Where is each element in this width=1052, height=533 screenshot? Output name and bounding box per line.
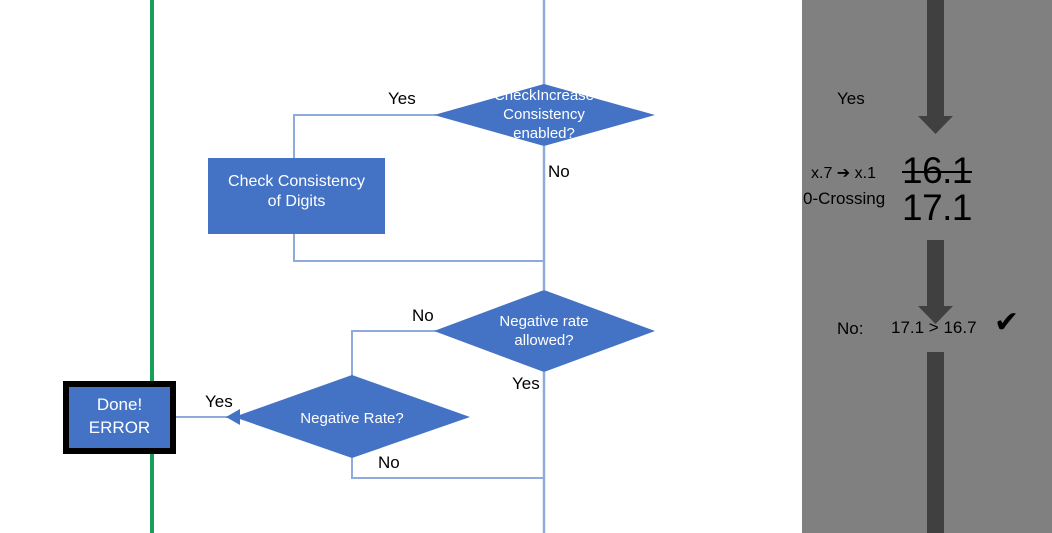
panel-decision-label: No: (837, 319, 864, 338)
panel-arrow-layer (918, 0, 953, 533)
panel-yes-label: Yes (837, 89, 865, 108)
right-annotation-panel: Yes x.7 ➔ x.1 0-Crossing 16.1 17.1 No: 1… (802, 0, 1052, 533)
panel-value-struck: 16.1 (902, 150, 973, 191)
panel-arrow-down-2 (918, 240, 953, 324)
node-done-error[interactable] (63, 381, 176, 454)
node-check-increase-consistency[interactable] (434, 84, 655, 146)
panel-bar-bottom (927, 352, 944, 533)
panel-check-icon: ✔ (994, 306, 1020, 339)
connector-no-negative-rate-to-spine (351, 457, 544, 479)
node-negative-rate[interactable] (234, 375, 470, 458)
panel-value-result: 17.1 (902, 187, 973, 228)
panel-arrow-down-1 (918, 0, 953, 134)
connector-consistency-box-to-spine (293, 234, 544, 262)
arrowhead-to-done-error (226, 409, 240, 425)
node-check-consistency-of-digits[interactable] (208, 158, 385, 234)
connector-yes-to-consistency-box (293, 114, 436, 158)
panel-decision-compare: 17.1 > 16.7 (891, 318, 977, 337)
panel-rule-line-1: x.7 ➔ x.1 (811, 165, 876, 182)
panel-rule-line-2: 0-Crossing (803, 189, 886, 208)
node-negative-rate-allowed[interactable] (434, 290, 655, 372)
